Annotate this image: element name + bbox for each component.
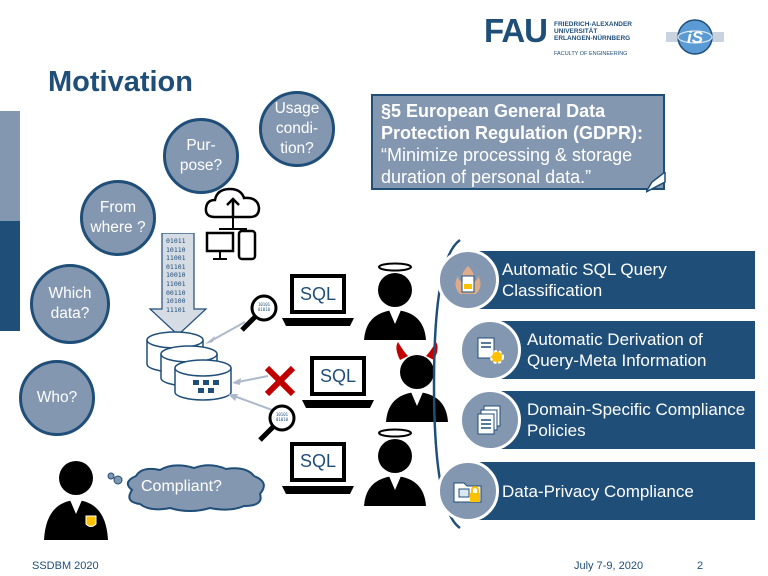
fau-logo-faculty: FACULTY OF ENGINEERING	[554, 51, 628, 57]
reject-cross-icon	[264, 365, 296, 397]
devil-user-icon	[386, 342, 448, 422]
reject-arrow	[232, 375, 269, 385]
panel-meta-derivation-label: Automatic Derivation of Query-Meta Infor…	[527, 330, 707, 370]
sql-label-3: SQL	[300, 451, 337, 471]
fau-logo-text: FAU	[484, 12, 548, 49]
page-title: Motivation	[48, 66, 193, 98]
svg-text:iS: iS	[687, 28, 704, 47]
gear-data-icon	[459, 319, 521, 381]
footer-page-number: 2	[697, 560, 704, 572]
footer-date: July 7-9, 2020	[574, 560, 644, 572]
svg-text:01010: 01010	[258, 307, 271, 312]
svg-text:10101: 10101	[276, 412, 289, 417]
question-purpose: Pur-pose?	[163, 118, 239, 194]
laptop-icon	[282, 274, 354, 326]
panel-sql-classification: Automatic SQL Query Classification	[478, 251, 755, 309]
is-logo: iS	[664, 16, 726, 56]
inspect-arrow-1	[205, 321, 246, 344]
side-accent-dark	[0, 221, 20, 331]
question-usage-condition: Usage condi-tion?	[259, 91, 335, 167]
database-icon	[146, 331, 232, 401]
sql-label-2: SQL	[320, 366, 357, 386]
gdpr-callout: §5 European General Data Protection Regu…	[371, 94, 665, 190]
fau-logo-subtitle: FRIEDRICH-ALEXANDER UNIVERSITÄT ERLANGEN…	[554, 21, 632, 42]
documents-icon	[459, 389, 521, 451]
question-which-data: Which data?	[30, 264, 110, 344]
magnifier-icon: 10101 01010	[258, 404, 296, 442]
compliant-label: Compliant?	[141, 478, 222, 495]
fau-logo: FAU	[484, 14, 634, 62]
panel-compliance-policies-label: Domain-Specific Compliance Policies	[527, 400, 746, 440]
side-accent-light	[0, 111, 20, 221]
panel-privacy-compliance: Data-Privacy Compliance	[478, 462, 755, 520]
panel-compliance-policies: Domain-Specific Compliance Policies	[495, 391, 755, 449]
sql-label-1: SQL	[300, 284, 337, 304]
gdpr-fold-icon	[646, 172, 666, 193]
question-who: Who?	[19, 360, 95, 436]
question-from-where: From where ?	[80, 180, 156, 256]
thought-cloud	[107, 464, 265, 512]
folder-lock-icon	[437, 460, 499, 522]
gdpr-quote: “Minimize processing & storage duration …	[381, 145, 633, 187]
panel-privacy-compliance-label: Data-Privacy Compliance	[502, 481, 694, 501]
laptop-icon	[302, 356, 374, 408]
magnifier-icon: 10101 01010	[240, 294, 278, 332]
svg-text:10101: 10101	[258, 302, 271, 307]
officer-user-icon	[44, 461, 108, 540]
gdpr-title: §5 European General Data Protection Regu…	[381, 101, 643, 143]
angel-user-icon	[364, 262, 426, 340]
panel-meta-derivation: Automatic Derivation of Query-Meta Infor…	[495, 321, 755, 379]
cloud-devices-icon	[204, 187, 261, 261]
panel-sql-classification-label: Automatic SQL Query Classification	[502, 260, 667, 300]
binary-data: 01011 10110 11001 01101 10010 11001 0011…	[166, 237, 186, 314]
data-flow-arrow	[148, 233, 208, 336]
laptop-icon	[282, 442, 354, 494]
angel-user-icon	[364, 428, 426, 506]
fire-document-icon	[437, 249, 499, 311]
footer-conference: SSDBM 2020	[32, 560, 99, 572]
svg-text:01010: 01010	[276, 417, 289, 422]
